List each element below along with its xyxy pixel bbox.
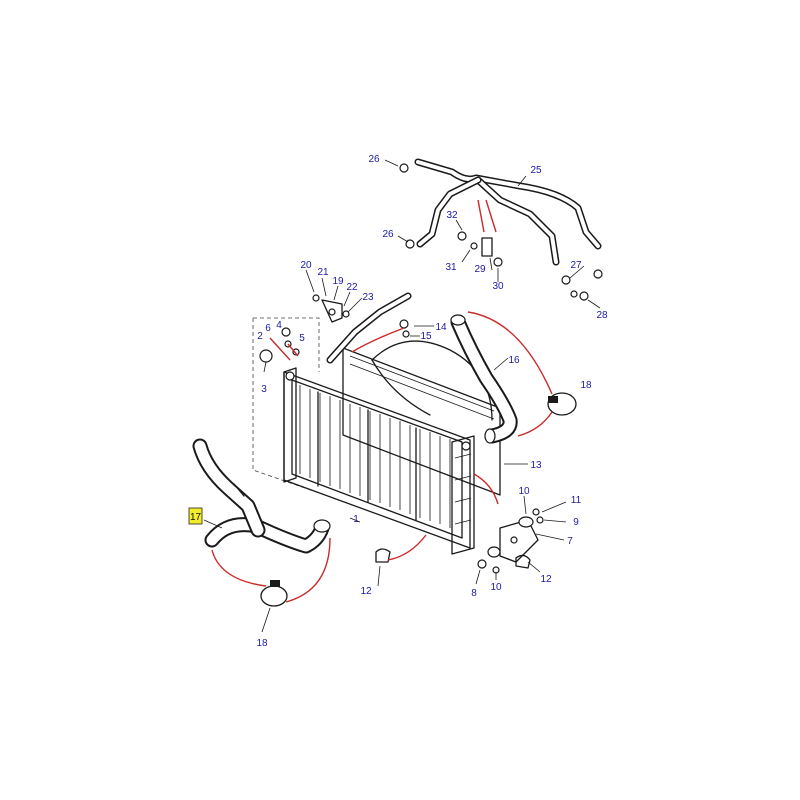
red-leader-lines <box>211 199 553 603</box>
bottom-hose <box>192 438 331 554</box>
callout-11[interactable]: 11 <box>571 495 582 506</box>
highlighted-part-number: 17 <box>190 512 202 523</box>
callout-7[interactable]: 7 <box>567 536 573 547</box>
hose-clip-upper <box>547 392 577 416</box>
highlighted-callout-17[interactable]: 17 <box>188 507 203 525</box>
callout-12[interactable]: 12 <box>540 574 552 585</box>
callout-16[interactable]: 16 <box>508 355 520 366</box>
callout-6[interactable]: 6 <box>265 323 271 334</box>
breather-pipe-assembly <box>326 158 602 364</box>
callout-10[interactable]: 10 <box>518 486 530 497</box>
callout-21[interactable]: 21 <box>317 267 329 278</box>
callout-5[interactable]: 5 <box>299 333 305 344</box>
top-hose <box>450 314 518 444</box>
radiator-core <box>283 367 475 555</box>
callout-1[interactable]: 1 <box>353 514 359 525</box>
callout-19[interactable]: 19 <box>332 276 344 287</box>
callout-10[interactable]: 10 <box>490 582 502 593</box>
callout-29[interactable]: 29 <box>474 264 486 275</box>
callout-20[interactable]: 20 <box>300 260 312 271</box>
callout-8[interactable]: 8 <box>471 588 477 599</box>
callout-25[interactable]: 25 <box>530 165 542 176</box>
callout-18[interactable]: 18 <box>256 638 268 649</box>
mounting-bracket <box>375 516 539 569</box>
callout-3[interactable]: 3 <box>261 384 267 395</box>
callout-31[interactable]: 31 <box>445 262 457 273</box>
callout-14[interactable]: 14 <box>435 322 447 333</box>
callout-26[interactable]: 26 <box>368 154 380 165</box>
callout-12[interactable]: 12 <box>360 586 372 597</box>
callout-22[interactable]: 22 <box>346 282 358 293</box>
callout-28[interactable]: 28 <box>596 310 608 321</box>
black-leader-lines <box>203 159 601 633</box>
callout-23[interactable]: 23 <box>362 292 374 303</box>
callout-9[interactable]: 9 <box>573 517 579 528</box>
callout-13[interactable]: 13 <box>530 460 542 471</box>
callout-30[interactable]: 30 <box>492 281 504 292</box>
callout-18[interactable]: 18 <box>580 380 592 391</box>
hose-clip-lower <box>260 580 288 607</box>
callout-32[interactable]: 32 <box>446 210 458 221</box>
callout-27[interactable]: 27 <box>570 260 582 271</box>
dashed-sub-assembly-outline <box>252 317 326 496</box>
callout-4[interactable]: 4 <box>276 320 282 331</box>
callout-15[interactable]: 15 <box>420 331 432 342</box>
callout-2[interactable]: 2 <box>257 331 263 342</box>
callout-26[interactable]: 26 <box>382 229 394 240</box>
